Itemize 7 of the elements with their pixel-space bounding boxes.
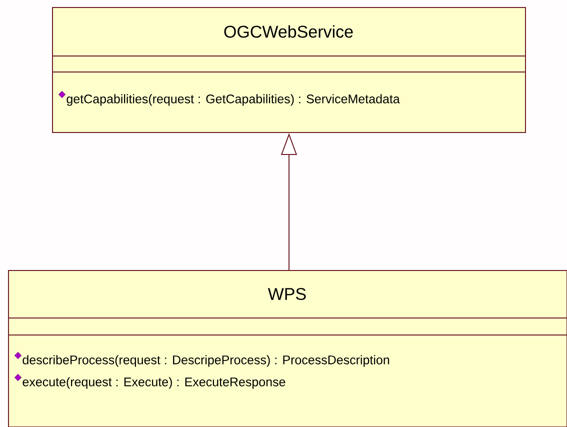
- operation-signature: getCapabilities(request : GetCapabilities) : ServiceMetadata: [66, 94, 400, 106]
- operation-signature: execute(request : Execute) : ExecuteResponse: [22, 377, 286, 389]
- class-box: [8, 270, 567, 427]
- class-box: [52, 7, 526, 133]
- class-name: WPS: [268, 288, 306, 300]
- class-name: OGCWebService: [224, 25, 353, 38]
- operation-signature: describeProcess(request : DescripeProcess) : ProcessDescription: [22, 355, 390, 367]
